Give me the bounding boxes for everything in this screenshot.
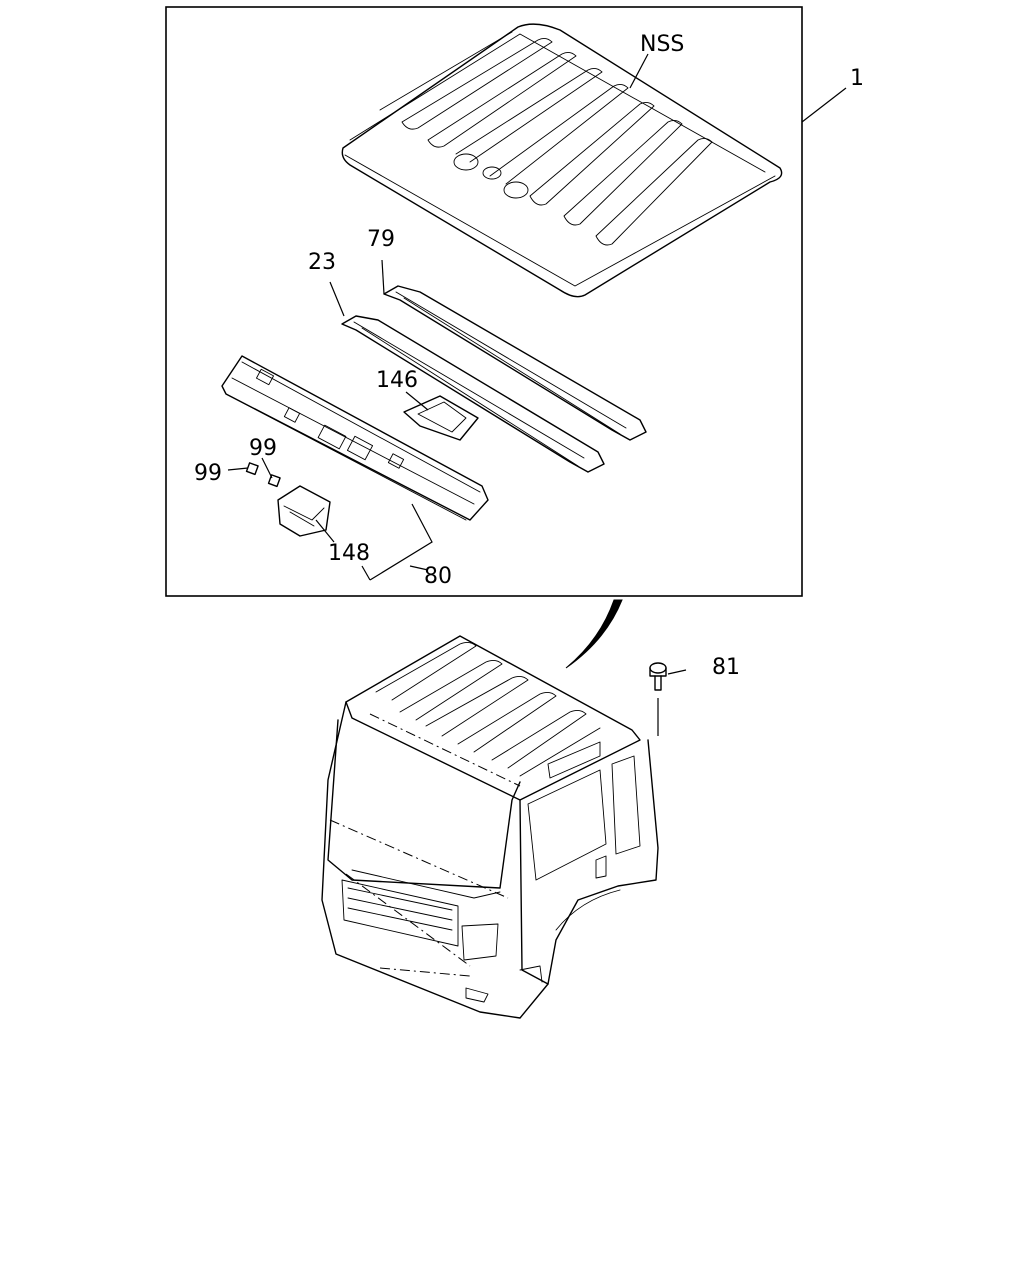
label-99-left: 99 (194, 461, 222, 486)
label-1: 1 (850, 66, 864, 91)
label-nss: NSS (640, 32, 684, 57)
label-81: 81 (712, 655, 740, 680)
cross-member-80 (221, 355, 489, 521)
roof-rail-79 (383, 285, 647, 441)
label-79: 79 (367, 227, 395, 252)
label-146: 146 (376, 368, 418, 393)
label-23: 23 (308, 250, 336, 275)
detail-frame (165, 6, 803, 597)
roof-rail-23 (341, 315, 605, 473)
bracket-146 (403, 395, 479, 441)
bracket-148 (277, 485, 331, 537)
nut-99-a (245, 462, 259, 476)
truck-cab (321, 635, 659, 1019)
label-99-upper: 99 (249, 436, 277, 461)
label-80: 80 (424, 564, 452, 589)
leader-lines (227, 53, 847, 736)
bolt-81 (649, 662, 667, 691)
nut-99-b (267, 474, 281, 488)
view-pointer (565, 599, 623, 669)
roof-panel (341, 23, 783, 298)
label-148: 148 (328, 541, 370, 566)
